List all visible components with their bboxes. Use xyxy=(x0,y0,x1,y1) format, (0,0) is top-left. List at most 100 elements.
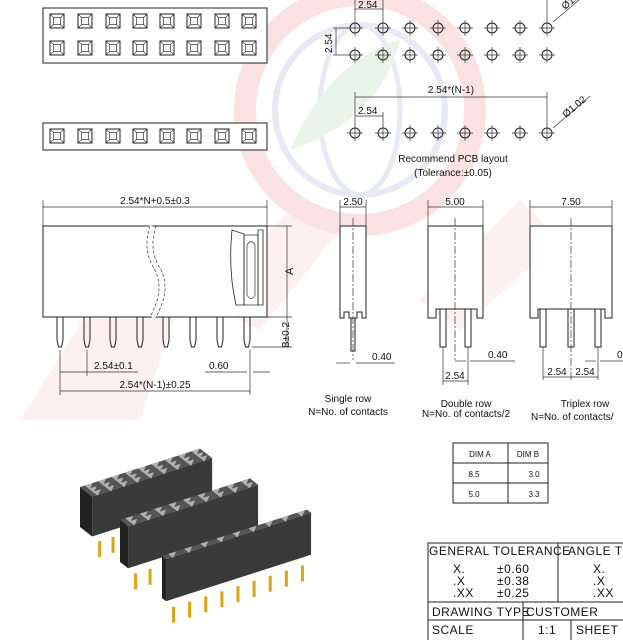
socket-cavity xyxy=(77,13,93,29)
tolerance-key: X. xyxy=(453,562,465,576)
watermark-logo xyxy=(20,0,560,420)
socket-opening xyxy=(98,478,107,486)
angle-key: .XX xyxy=(593,586,614,600)
socket-opening xyxy=(159,467,168,475)
gold-pin xyxy=(111,536,115,553)
single-pin-width: 0.40 xyxy=(372,352,392,363)
socket-opening xyxy=(158,509,167,517)
triplex-pin-width: 0 xyxy=(617,350,623,361)
gold-pin xyxy=(252,580,256,597)
socket-cavity xyxy=(218,44,226,52)
socket-cavity xyxy=(53,44,61,52)
socket-cavity xyxy=(241,13,257,29)
socket-opening xyxy=(199,455,208,462)
gold-pin xyxy=(204,596,208,613)
socket-cavity xyxy=(241,128,257,144)
socket-opening xyxy=(244,481,253,489)
socket-cavity xyxy=(190,132,198,140)
span-label: 2.54*(N-1)±0.25 xyxy=(119,380,191,391)
gold-pin xyxy=(134,573,138,590)
gold-pin xyxy=(172,606,176,623)
socket-opening xyxy=(178,453,187,460)
socket-opening xyxy=(139,511,148,518)
pitch-label: 2.54±0.1 xyxy=(94,361,133,372)
contact-pin xyxy=(243,317,251,348)
socket-cavity xyxy=(49,13,65,29)
housing-side xyxy=(120,520,129,569)
pcb-hole xyxy=(402,125,418,141)
contact-pin xyxy=(216,317,224,348)
pcb-row-pitch: 2.54 xyxy=(324,33,335,53)
housing-front xyxy=(92,458,213,537)
socket-cavity xyxy=(132,128,148,144)
gold-pin xyxy=(284,570,288,587)
pcb-hole xyxy=(484,125,500,141)
socket-opening xyxy=(143,514,152,521)
socket-opening xyxy=(182,456,191,463)
socket-cavity xyxy=(159,13,175,29)
socket-cavity xyxy=(109,44,117,52)
triplex-width: 7.50 xyxy=(561,197,581,208)
socket-opening xyxy=(172,463,181,471)
socket-cavity xyxy=(214,128,230,144)
pcb-hole xyxy=(457,125,473,141)
socket-cavity xyxy=(77,128,93,144)
socket-cavity xyxy=(159,40,175,56)
socket-cavity xyxy=(214,40,230,56)
socket-opening xyxy=(187,500,196,507)
double-pin-width: 0.40 xyxy=(488,350,508,361)
socket-cavity xyxy=(105,128,121,144)
socket-cavity xyxy=(218,132,226,140)
socket-opening xyxy=(111,474,120,481)
pcb-span: 2.54*(N-1) xyxy=(428,85,474,96)
top-view-double-row xyxy=(42,7,268,64)
socket-cavity xyxy=(214,128,230,144)
socket-opening xyxy=(183,497,192,504)
tolerance-value: ±0.38 xyxy=(497,574,529,588)
pcb-hole xyxy=(539,20,555,36)
gold-pin xyxy=(148,568,152,585)
scale-label: SCALE xyxy=(432,623,474,637)
title-block: GENERAL TOLERANCE ANGLE TO X. .X .XX ±0.… xyxy=(427,542,623,640)
socket-cavity xyxy=(132,128,148,144)
socket-cavity xyxy=(245,17,253,25)
socket-opening xyxy=(164,457,173,464)
socket-cavity xyxy=(132,40,148,56)
single-width: 2.50 xyxy=(343,197,363,208)
angle-key: .X xyxy=(593,574,605,588)
pcb-hole xyxy=(539,47,555,63)
pcb-hole xyxy=(512,125,528,141)
single-row-header xyxy=(162,509,312,623)
socket-cavity xyxy=(136,132,144,140)
socket-cavity xyxy=(105,13,121,29)
pcb-hole xyxy=(375,125,391,141)
socket-opening xyxy=(296,510,305,517)
housing-front xyxy=(128,484,259,569)
socket-cavity xyxy=(186,128,202,144)
socket-opening xyxy=(191,448,200,456)
overall-length: 2.54*N+0.5±0.3 xyxy=(120,196,190,207)
socket-opening xyxy=(125,515,134,523)
socket-cavity xyxy=(109,17,117,25)
socket-cavity xyxy=(136,17,144,25)
dim-a-header: DIM A xyxy=(469,450,491,459)
socket-cavity xyxy=(214,40,230,56)
socket-opening xyxy=(138,465,147,473)
gold-pin xyxy=(98,541,102,558)
pcb-hole-bottom: Ø1.02 xyxy=(561,94,589,120)
socket-opening xyxy=(197,492,206,500)
socket-cavity xyxy=(241,13,257,29)
socket-opening xyxy=(168,460,177,467)
socket-cavity xyxy=(186,128,202,144)
double-row-label: Double row xyxy=(441,399,492,410)
scale-value: 1:1 xyxy=(538,623,556,637)
housing-front xyxy=(166,512,312,602)
socket-cavity xyxy=(163,44,171,52)
socket-opening xyxy=(172,505,181,512)
pcb-hole xyxy=(375,20,391,36)
socket-cavity xyxy=(49,128,65,144)
socket-cavity xyxy=(81,132,89,140)
gold-pin xyxy=(268,575,272,592)
socket-cavity xyxy=(77,128,93,144)
pcb-hole xyxy=(457,20,473,36)
